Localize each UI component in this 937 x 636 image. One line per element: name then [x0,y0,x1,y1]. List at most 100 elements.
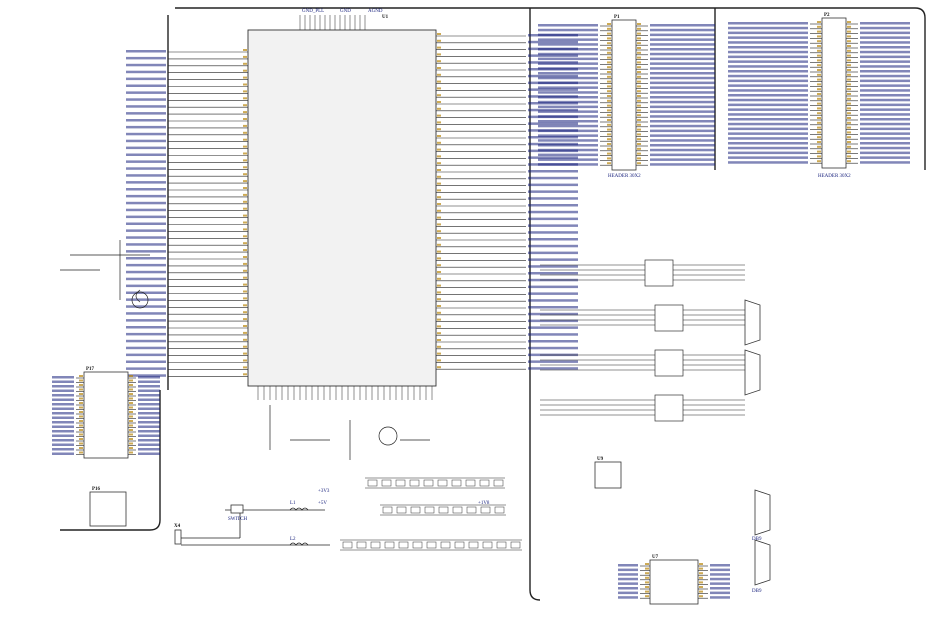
header-p2 [821,17,847,169]
mcu-right-net-label [528,156,578,159]
p1-right-net-label [650,148,715,152]
jtag-left-net-label [52,439,74,442]
p1-right-pin-number [637,104,641,107]
p2-right-net-label [860,137,910,140]
p2-left-net-label [728,108,808,111]
mcu-left-net-label [126,139,166,143]
p2-right-net-label [860,55,910,59]
mcu-left-pin-number [243,49,247,51]
p1-right-pin-number [637,109,641,112]
p2-left-net-label [728,142,808,145]
mcu-left-pin-number [243,214,247,217]
p1-left-net-label [538,105,598,109]
p1-left-pin-number [607,147,611,150]
p2-right-pin-number [847,131,851,134]
p2-right-net-label [860,156,910,159]
mcu-left-net-label [126,353,166,357]
mcu-left-pin-number [243,262,247,265]
p2-left-pin-number [817,97,821,100]
cap-row-c-capacitor [384,541,395,549]
jtag-right-net-label [138,385,160,388]
p1-right-net-label [650,96,715,99]
jtag-right-net-label [138,448,160,451]
p1-left-pin-number [607,23,611,25]
jtag-right-net-label [138,425,160,428]
p2-right-net-label [860,103,910,107]
p2-right-pin-number [847,117,851,119]
jtag-right-net-label [138,398,160,401]
mcu-right-net-label [528,54,578,57]
p2-right-pin-number [847,40,851,43]
p2-right-pin-number [847,121,851,124]
p2-left-net-label [728,79,808,83]
p2-right-net-label [860,84,910,87]
mcu-right-pin-number [437,73,441,76]
mcu-left-net-label [126,119,166,122]
mcu-right-pin-number [437,291,441,294]
jtag-left-pin-number [79,424,83,427]
p1-right-pin-number [637,71,641,73]
db9-top-label: DB9 [752,537,762,542]
p2-right-net-label [860,132,910,135]
db9-serial-1 [744,299,761,346]
p1-right-net-label [650,67,715,70]
mcu-right-pin-number [437,101,441,103]
mcu-right-pin-number [437,250,441,253]
cap-row-c-capacitor [426,541,437,549]
p1-left-pin-number [607,162,611,165]
mcu-left-net-label [126,222,166,225]
p2-left-pin-number [817,49,821,52]
mcu-right-pin-number [437,325,441,328]
jtag-left-pin-number [79,384,83,386]
jtag-left-pin-number [79,388,83,391]
db9-serial-2 [744,349,761,396]
transceiver-right-pin-number [699,581,703,584]
p2-right-pin-number [847,35,851,38]
transceiver-right-pin-number [699,586,703,588]
mcu-left-pin-number [243,166,247,169]
transceiver-right-net-label [710,573,730,576]
jtag-right-pin-number [129,420,133,422]
mcu-right-pin-number [437,182,441,185]
mcu-left-pin-number [243,318,247,321]
mcu-left-net-label [126,215,166,219]
transceiver-left-net-label [618,573,638,576]
jtag-right-net-label [138,439,160,442]
mcu-right-net-label [528,183,578,187]
mcu-left-net-label [126,112,166,115]
mcu-right-net-label [528,272,578,275]
p2-left-pin-number [817,112,821,115]
interface-ic [644,259,674,287]
p1-right-pin-number [637,66,641,69]
mcu-right-pin-number [437,169,441,171]
mcu-left-net-label [126,56,166,60]
transceiver-left-pin-number [645,567,649,570]
p2-left-pin-number [817,93,821,95]
p1-right-pin-number [637,80,641,83]
p1-left-net-label [538,100,598,104]
p2-right-pin-number [847,97,851,100]
mcu-left-pin-number [243,200,247,203]
jtag-right-pin-number [129,375,133,377]
jtag-left-pin-number [79,379,83,382]
p1-right-net-label [650,124,715,128]
jtag-left-net-label [52,394,74,397]
mcu-left-net-label [126,263,166,267]
p1-right-pin-number [637,162,641,165]
mcu-left-pin-number [243,145,247,148]
jtag-right-net-label [138,376,160,379]
mcu-right-net-label [528,299,578,302]
transceiver-designator: U7 [652,555,659,560]
mcu-right-pin-number [437,135,441,137]
p2-left-pin-number [817,30,821,33]
p1-right-net-label [650,158,715,161]
transceiver-right-pin-number [699,572,703,575]
p2-left-net-label [728,151,808,155]
mcu-left-pin-number [243,104,247,107]
p1-right-pin-number [637,143,641,145]
header-p1-designator: P1 [614,15,620,20]
p1-right-net-label [650,100,715,104]
p1-right-net-label [650,91,715,94]
interface-ic [654,304,684,332]
